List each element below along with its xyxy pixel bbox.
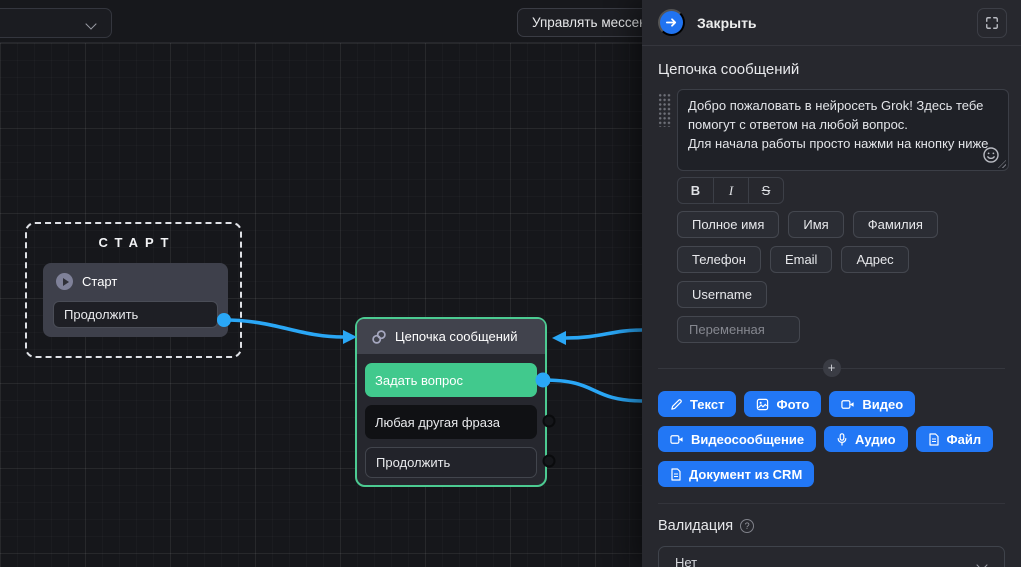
chain-link-icon [371, 329, 387, 345]
play-icon [56, 273, 73, 290]
variable-first-name-button[interactable]: Имя [788, 211, 843, 238]
message-chain-node-header[interactable]: Цепочка сообщений [357, 319, 545, 354]
validation-select[interactable]: Нет [658, 546, 1005, 567]
attach-label: Текст [690, 397, 724, 412]
attach-crm-document-button[interactable]: Документ из CRM [658, 461, 814, 487]
edge-start-to-chain [224, 320, 344, 337]
attach-file-button[interactable]: Файл [916, 426, 994, 452]
close-panel-button[interactable] [658, 9, 685, 36]
add-block-button[interactable]: + [823, 359, 841, 377]
message-text[interactable]: Добро пожаловать в нейросеть Grok! Здесь… [688, 97, 998, 154]
video-icon [670, 433, 684, 446]
variable-address-button[interactable]: Адрес [841, 246, 908, 273]
edge-chain-question-out [543, 380, 642, 401]
custom-variable-input[interactable] [677, 316, 800, 343]
attach-photo-button[interactable]: Фото [744, 391, 821, 417]
attach-label: Видеосообщение [691, 432, 804, 447]
attach-label: Аудио [855, 432, 895, 447]
section-divider [658, 503, 1005, 504]
expand-panel-button[interactable] [977, 8, 1007, 38]
attach-text-button[interactable]: Текст [658, 391, 736, 417]
text-format-toolbar: B I S [677, 177, 784, 204]
attach-audio-button[interactable]: Аудио [824, 426, 907, 452]
smiley-icon [982, 146, 1000, 164]
variable-buttons: Полное имя Имя Фамилия Телефон Email Адр… [677, 211, 1005, 308]
chain-item-continue[interactable]: Продолжить [365, 447, 537, 478]
arrowhead-into-chain-right [552, 331, 566, 345]
connector-dot-chain-continue[interactable] [544, 456, 555, 467]
validation-selected-value: Нет [675, 555, 697, 567]
node-type-dropdown[interactable] [0, 8, 112, 38]
variable-phone-button[interactable]: Телефон [677, 246, 761, 273]
arrow-right-icon [664, 15, 679, 30]
panel-header: Закрыть [642, 0, 1021, 46]
fullscreen-icon [985, 16, 999, 30]
variable-email-button[interactable]: Email [770, 246, 833, 273]
help-icon[interactable]: ? [740, 519, 754, 533]
message-textarea[interactable]: Добро пожаловать в нейросеть Grok! Здесь… [677, 89, 1009, 171]
chain-item-ask-question[interactable]: Задать вопрос [365, 363, 537, 397]
message-chain-node-title: Цепочка сообщений [395, 329, 517, 344]
attachment-buttons: Текст Фото Видео [658, 391, 1005, 487]
panel-section-title: Цепочка сообщений [658, 61, 1005, 78]
photo-icon [756, 398, 769, 411]
attach-label: Файл [947, 432, 982, 447]
strikethrough-button[interactable]: S [748, 178, 783, 203]
attach-video-button[interactable]: Видео [829, 391, 915, 417]
close-panel-label: Закрыть [697, 15, 757, 31]
attach-label: Документ из CRM [689, 467, 802, 482]
attach-label: Видео [862, 397, 903, 412]
validation-label: Валидация [658, 518, 733, 534]
variable-last-name-button[interactable]: Фамилия [853, 211, 938, 238]
connector-dot-chain-any-phrase[interactable] [544, 416, 555, 427]
message-drag-handle[interactable] [658, 93, 671, 127]
italic-button[interactable]: I [713, 178, 748, 203]
file-icon [670, 468, 682, 481]
chain-item-any-phrase[interactable]: Любая другая фраза [365, 405, 537, 439]
pencil-icon [670, 398, 683, 411]
start-node-card[interactable]: Старт Продолжить [43, 263, 228, 337]
edge-right-to-chain [566, 330, 642, 338]
node-settings-panel: Закрыть Цепочка сообщений Добро пожалова… [642, 0, 1021, 567]
start-continue-button[interactable]: Продолжить [53, 301, 218, 328]
connector-dot-start-continue[interactable] [217, 313, 231, 327]
message-chain-node[interactable]: Цепочка сообщений Задать вопрос Любая др… [355, 317, 547, 487]
variable-full-name-button[interactable]: Полное имя [677, 211, 779, 238]
add-block-divider: + [658, 359, 1005, 377]
variable-username-button[interactable]: Username [677, 281, 767, 308]
start-node[interactable]: СТАРТ Старт Продолжить [25, 222, 242, 358]
microphone-icon [836, 433, 848, 446]
connector-dot-chain-question[interactable] [536, 373, 551, 388]
start-card-label: Старт [82, 274, 117, 289]
file-icon [928, 433, 940, 446]
bold-button[interactable]: B [678, 178, 713, 203]
chevron-down-icon [978, 559, 988, 567]
chevron-down-icon [87, 18, 97, 28]
attach-label: Фото [776, 397, 809, 412]
video-icon [841, 398, 855, 411]
emoji-picker-button[interactable] [982, 146, 1000, 164]
attach-video-message-button[interactable]: Видеосообщение [658, 426, 816, 452]
start-node-title: СТАРТ [27, 235, 240, 250]
